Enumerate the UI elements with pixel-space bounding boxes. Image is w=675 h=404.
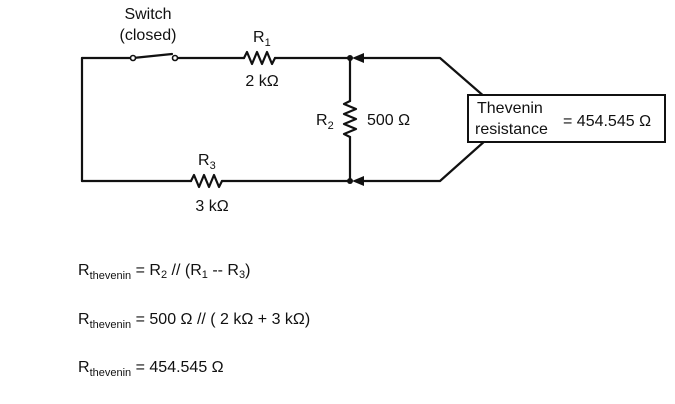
switch-blade	[131, 52, 174, 60]
resistor-r1	[242, 50, 277, 66]
arrowhead-bottom	[352, 176, 364, 186]
equation-2: Rthevenin = 500 Ω // ( 2 kΩ + 3 kΩ)	[78, 311, 311, 331]
eq2-lhs: Rthevenin	[78, 311, 132, 331]
arrowhead-top	[352, 53, 364, 63]
eq3-lhs: Rthevenin	[78, 359, 132, 379]
equation-1: Rthevenin = R2 // (R1 -- R3)	[78, 262, 251, 282]
eq3-rhs: = 454.545 Ω	[131, 359, 224, 376]
junction-top	[347, 55, 353, 61]
resistor-r2	[342, 99, 358, 139]
equation-3: Rthevenin = 454.545 Ω	[78, 359, 224, 379]
switch-label-line1: Switch	[124, 6, 171, 23]
junction-bottom	[347, 178, 353, 184]
eq1-lhs: Rthevenin	[78, 262, 132, 282]
r3-value: 3 kΩ	[195, 198, 228, 215]
resistor-r3	[189, 173, 224, 189]
eq2-rhs: = 500 Ω // ( 2 kΩ + 3 kΩ)	[131, 311, 311, 328]
r2-label: R2	[316, 112, 334, 132]
switch-contact-left	[129, 54, 137, 62]
r1-label: R1	[253, 29, 271, 49]
probe-lead-top	[358, 56, 488, 100]
r1-value: 2 kΩ	[245, 73, 278, 90]
switch-contact-right	[171, 54, 179, 62]
thevenin-box-line2: resistance	[475, 121, 548, 138]
r2-value: 500 Ω	[367, 112, 410, 129]
thevenin-box-result: = 454.545 Ω	[563, 113, 651, 130]
r3-label: R3	[198, 152, 216, 172]
thevenin-box	[467, 94, 666, 143]
thevenin-box-line1: Thevenin	[477, 100, 543, 117]
probe-lead-bottom	[358, 138, 488, 183]
switch-label-line2: (closed)	[120, 27, 177, 44]
circuit-diagram: Switch (closed) R1 2 kΩ R2 500 Ω R3 3 kΩ…	[80, 6, 666, 215]
